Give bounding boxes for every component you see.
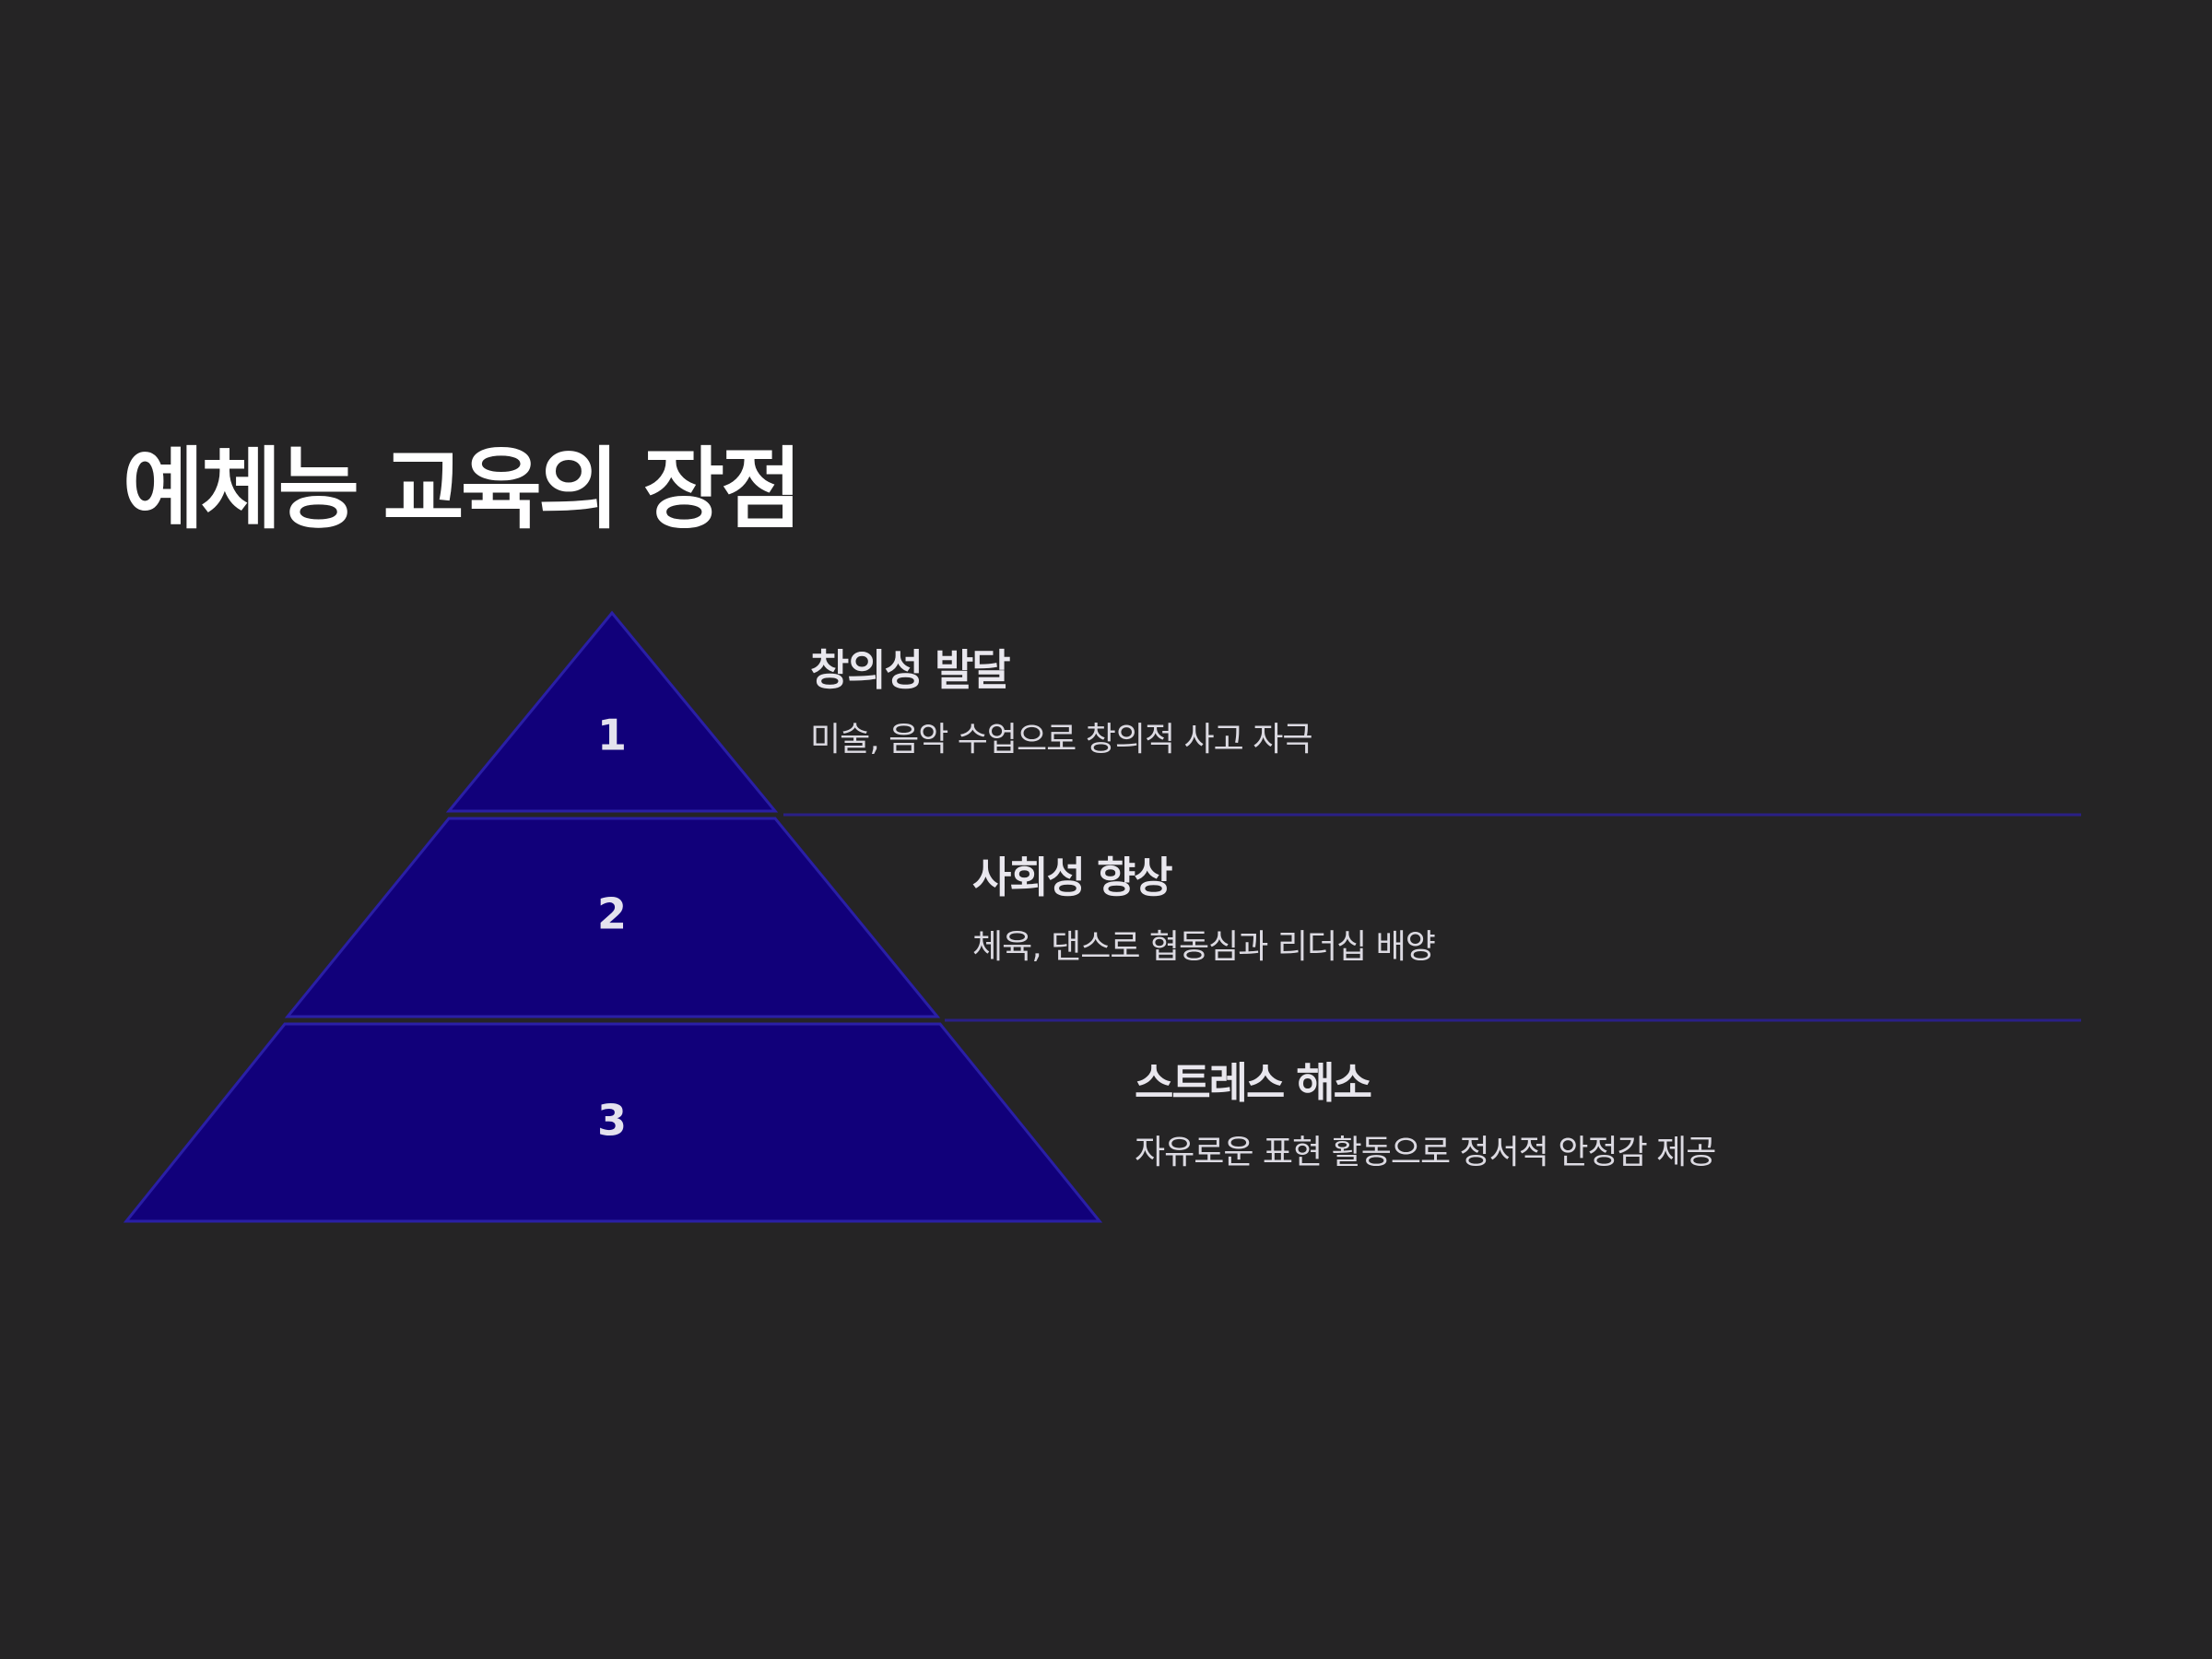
pyramid-tier-3-number: 3: [597, 1096, 627, 1146]
tier-1-description: 미술, 음악 수업으로 창의적 사고 자극: [810, 721, 1312, 759]
tier-3-title: 스트레스 해소: [1135, 1058, 1372, 1108]
tier-1-text: 창의성 발달 미술, 음악 수업으로 창의적 사고 자극: [810, 642, 1312, 762]
pyramid-tier-1-number: 1: [597, 711, 627, 760]
tier-3-description: 자유로운 표현 활동으로 정서적 안정감 제공: [1135, 1134, 1716, 1171]
tier-3-text: 스트레스 해소 자유로운 표현 활동으로 정서적 안정감 제공: [1135, 1055, 1716, 1175]
pyramid-tier-1-shape: [445, 610, 779, 813]
pyramid-tier-2-shape: [284, 817, 941, 1018]
tier-2-text: 사회성 향상 체육, 댄스로 협동심과 리더십 배양: [972, 850, 1436, 970]
pyramid-tier-3-shape: [123, 1022, 1103, 1223]
pyramid-tier-1: 1: [445, 610, 779, 813]
tier-2-title: 사회성 향상: [972, 853, 1173, 902]
tier-2-description: 체육, 댄스로 협동심과 리더십 배양: [972, 928, 1436, 966]
tier-1-title: 창의성 발달: [810, 645, 1011, 695]
pyramid-tier-3: 3: [123, 1022, 1103, 1223]
slide-title: 예체능 교육의 장점: [123, 438, 802, 541]
pyramid-tier-2-number: 2: [597, 889, 627, 939]
pyramid-tier-2: 2: [284, 817, 941, 1018]
